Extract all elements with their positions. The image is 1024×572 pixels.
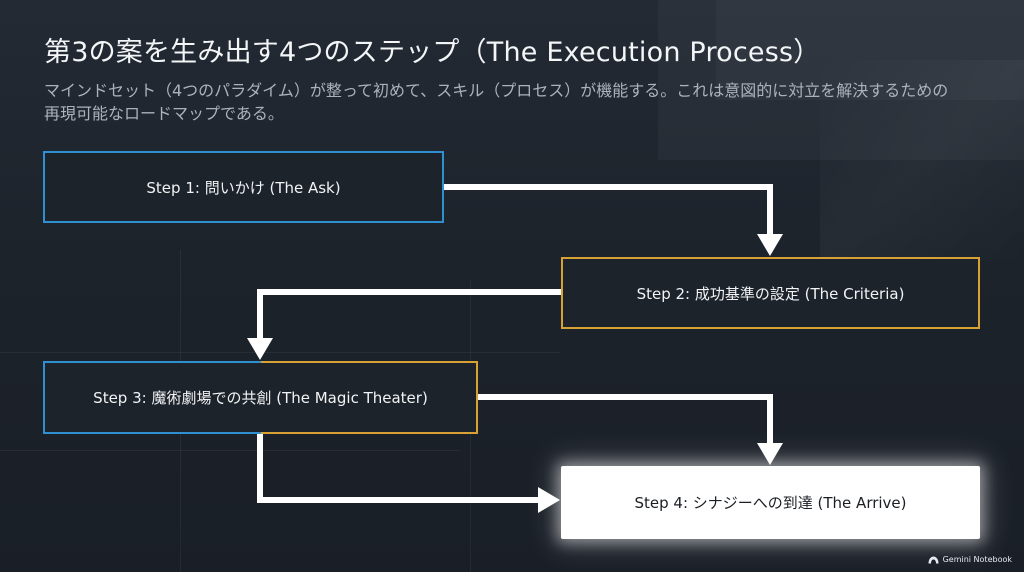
- arrowhead-icon: [247, 338, 273, 360]
- branding-watermark: Gemini Notebook: [928, 555, 1012, 564]
- arrowhead-icon: [757, 234, 783, 256]
- step-2-box: Step 2: 成功基準の設定 (The Criteria): [561, 257, 980, 329]
- step-1-box: Step 1: 問いかけ (The Ask): [43, 151, 444, 223]
- slide-title: 第3の案を生み出す4つのステップ（The Execution Process）: [44, 37, 821, 68]
- step-4-box: Step 4: シナジーへの到達 (The Arrive): [561, 466, 980, 539]
- branding-label: Gemini Notebook: [942, 555, 1012, 564]
- step-3-box: Step 3: 魔術劇場での共創 (The Magic Theater): [43, 361, 478, 434]
- notebook-flower-icon: [928, 556, 939, 564]
- connector-step3-to-step4-bottom: [257, 434, 560, 513]
- step-1-label: Step 1: 問いかけ (The Ask): [146, 178, 341, 197]
- arrowhead-icon: [757, 443, 783, 465]
- step-3-label: Step 3: 魔術劇場での共創 (The Magic Theater): [93, 389, 428, 407]
- connector-step2-to-step3: [247, 289, 561, 360]
- step-2-label: Step 2: 成功基準の設定 (The Criteria): [636, 284, 905, 303]
- arrowhead-icon: [538, 487, 560, 513]
- connector-step3-to-step4-right: [478, 394, 783, 465]
- connector-step1-to-step2: [444, 184, 783, 256]
- slide-subtitle: マインドセット（4つのパラダイム）が整って初めて、スキル（プロセス）が機能する。…: [44, 81, 949, 123]
- step-4-label: Step 4: シナジーへの到達 (The Arrive): [634, 494, 907, 512]
